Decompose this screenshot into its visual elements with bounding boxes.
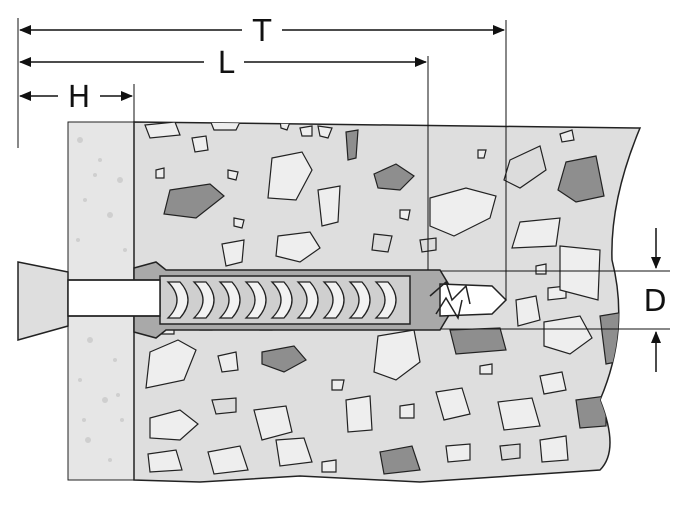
plug-segments — [166, 281, 397, 319]
screw — [17, 261, 508, 341]
dimension-T: T — [19, 14, 505, 49]
dimension-L: L — [19, 46, 427, 81]
plaster-texture — [76, 137, 127, 462]
label-L: L — [218, 46, 235, 81]
label-H: H — [68, 80, 91, 115]
extension-lines — [17, 18, 670, 330]
dimension-D: D — [643, 228, 667, 372]
label-D: D — [643, 284, 666, 319]
label-T: T — [252, 14, 272, 49]
dimension-H: H — [19, 80, 133, 115]
